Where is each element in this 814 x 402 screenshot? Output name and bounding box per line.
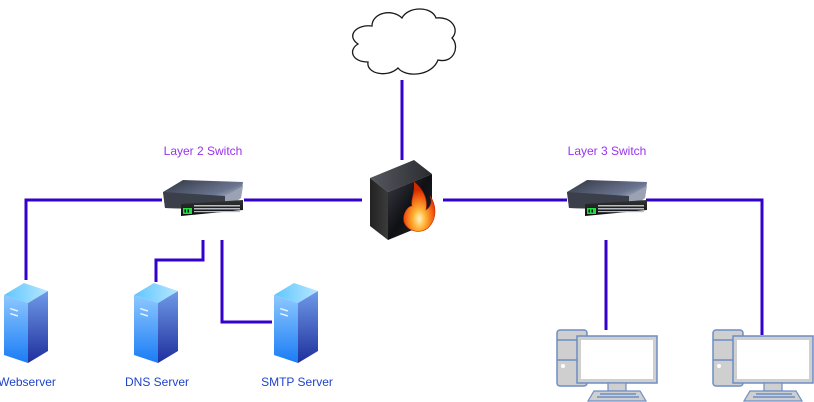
webserver-label: Webserver (0, 375, 56, 389)
desktop-computer-icon (712, 329, 814, 402)
link-l2switch-webserver (24, 198, 162, 280)
smtp-server-label: SMTP Server (261, 375, 333, 389)
link-l2switch-dns (154, 240, 205, 282)
layer2-switch-label: Layer 2 Switch (163, 144, 243, 158)
link-l2switch-smtp (220, 240, 272, 324)
layer2-switch-icon (163, 180, 243, 216)
dns-server-label: DNS Server (124, 375, 190, 389)
desktop-computer-icon (556, 329, 658, 402)
link-l3switch-pc2 (646, 198, 764, 335)
cloud-icon (351, 8, 457, 75)
dns-server-icon (134, 283, 178, 363)
webserver-icon (4, 283, 48, 363)
firewall-icon (370, 160, 436, 240)
smtp-server-icon (274, 283, 318, 363)
layer3-switch-icon (567, 180, 647, 216)
layer3-switch-label: Layer 3 Switch (567, 144, 647, 158)
